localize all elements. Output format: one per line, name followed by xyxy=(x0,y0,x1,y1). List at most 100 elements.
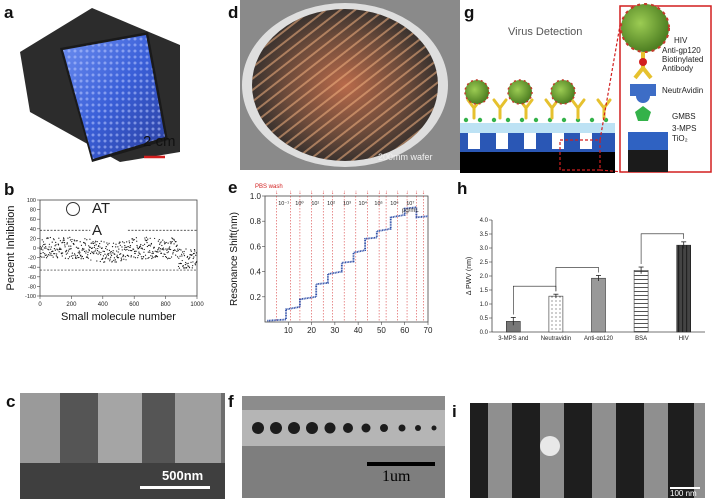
data-point xyxy=(161,248,164,250)
data-point xyxy=(88,245,90,247)
data-point xyxy=(134,252,136,255)
data-point xyxy=(75,257,77,259)
data-point xyxy=(126,248,128,251)
y-tick-label: -60 xyxy=(28,275,36,281)
panel-a-label: a xyxy=(4,3,14,22)
data-point xyxy=(150,255,152,257)
data-point xyxy=(54,245,56,247)
data-point xyxy=(159,250,161,252)
data-point xyxy=(143,243,146,245)
data-point xyxy=(50,246,52,248)
category-label: 3-MPS and xyxy=(498,336,528,340)
data-point xyxy=(151,255,154,257)
data-point xyxy=(58,251,60,253)
data-point xyxy=(177,265,180,268)
data-point xyxy=(164,253,166,256)
data-point xyxy=(150,242,153,245)
x-tick-label: 70 xyxy=(424,326,433,334)
data-point xyxy=(92,242,94,245)
concentration-label: 10² xyxy=(327,201,335,207)
data-point xyxy=(165,248,167,250)
data-point xyxy=(154,250,156,252)
y-tick-label: 20 xyxy=(30,236,36,242)
data-point xyxy=(173,243,175,245)
data-point xyxy=(118,248,120,250)
data-point xyxy=(107,254,110,256)
data-point xyxy=(77,257,79,259)
y-tick-label: 40 xyxy=(30,227,36,233)
data-point xyxy=(188,265,190,267)
data-point xyxy=(167,248,169,250)
x-tick-label: 10 xyxy=(284,326,293,334)
data-point xyxy=(100,254,102,256)
data-point xyxy=(92,241,94,243)
data-point xyxy=(172,253,174,255)
wash-arrow: ↓ xyxy=(331,190,334,196)
wash-arrow: ↓ xyxy=(366,190,369,196)
data-point xyxy=(57,249,59,251)
data-point xyxy=(114,253,116,255)
virus-detection-schematic xyxy=(460,3,712,173)
data-point xyxy=(192,257,194,260)
y-tick-label: 2.5 xyxy=(480,260,489,266)
data-point xyxy=(185,248,187,250)
data-point xyxy=(71,238,73,241)
legend-line-a: A xyxy=(92,222,103,239)
data-point xyxy=(135,250,137,252)
data-point xyxy=(71,252,73,254)
plot-frame xyxy=(264,195,429,323)
data-point xyxy=(78,253,81,255)
data-point xyxy=(105,246,107,248)
data-point xyxy=(166,252,168,254)
significance-bracket xyxy=(640,233,684,265)
scalebar-label-f: 1um xyxy=(382,468,411,485)
data-point xyxy=(186,255,189,258)
data-point xyxy=(61,242,63,244)
y-axis-label: Resonance Shift(nm) xyxy=(229,212,240,306)
data-point xyxy=(144,237,146,239)
data-point xyxy=(86,256,89,258)
data-point xyxy=(41,256,43,258)
data-point xyxy=(47,254,50,256)
data-point xyxy=(98,245,100,247)
data-point xyxy=(100,240,102,242)
data-point xyxy=(191,254,193,256)
data-point xyxy=(167,242,169,244)
unit-label: pg/mL xyxy=(402,208,419,214)
data-point xyxy=(187,262,189,264)
data-point xyxy=(158,248,160,250)
category-label: HIV xyxy=(679,336,689,340)
data-point xyxy=(133,256,135,258)
panel-g-title: Virus Detection xyxy=(508,26,583,38)
data-point xyxy=(168,257,170,259)
data-point xyxy=(143,256,145,258)
data-point xyxy=(83,248,85,250)
data-point xyxy=(162,255,164,258)
data-point xyxy=(168,248,170,250)
data-point xyxy=(112,242,115,244)
data-point xyxy=(163,253,165,255)
data-point xyxy=(117,257,120,259)
data-point xyxy=(177,248,179,250)
data-point xyxy=(84,242,86,244)
data-point xyxy=(101,247,103,249)
y-tick-label: 2.0 xyxy=(480,274,489,280)
data-point xyxy=(51,241,53,243)
data-point xyxy=(49,254,51,256)
concentration-label: 10⁴ xyxy=(359,200,368,207)
data-point xyxy=(68,248,70,250)
data-point xyxy=(41,239,43,241)
data-point xyxy=(83,242,85,244)
data-point xyxy=(116,256,118,258)
y-tick-label: 4.0 xyxy=(480,218,489,224)
data-point xyxy=(111,260,113,262)
data-point xyxy=(192,261,194,263)
data-point xyxy=(157,251,159,253)
data-point xyxy=(154,237,156,240)
data-point xyxy=(193,252,195,254)
data-point xyxy=(106,242,108,244)
data-point xyxy=(125,246,127,248)
data-point xyxy=(48,249,50,251)
concentration-label: 10⁶ xyxy=(390,200,398,207)
